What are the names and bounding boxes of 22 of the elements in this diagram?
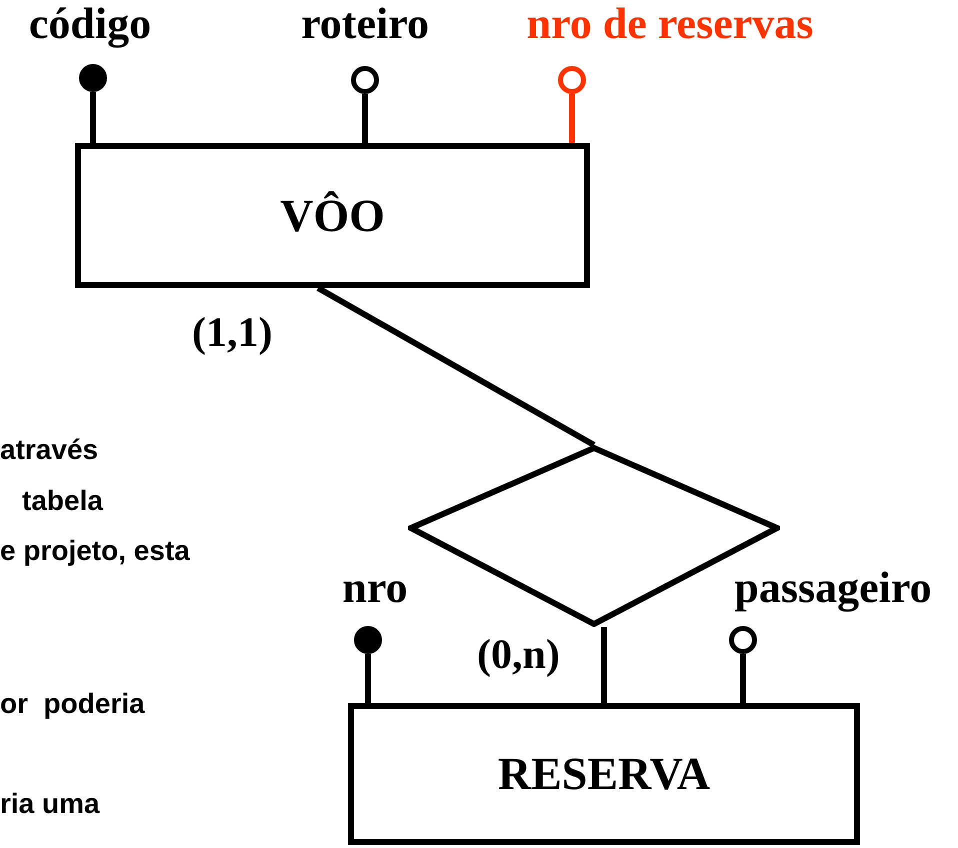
connector-line: [362, 94, 368, 143]
entity-name: RESERVA: [498, 751, 710, 797]
entity-box: [348, 703, 860, 845]
cardinality-label: (1,1): [192, 312, 272, 354]
attribute-name: nro: [342, 566, 408, 610]
connector-line: [601, 627, 607, 703]
note-text: or poderia: [0, 690, 145, 718]
connector-line: [740, 654, 746, 703]
connector-line: [569, 94, 575, 143]
note-text: tabela: [22, 487, 103, 515]
entity-name: VÔO: [280, 192, 385, 238]
connector-line: [90, 92, 96, 143]
attribute-name: passageiro: [734, 566, 932, 610]
connector-line: [365, 654, 371, 703]
note-text: e projeto, esta: [0, 537, 190, 565]
note-text: ria uma: [0, 790, 100, 818]
attribute-name: roteiro: [301, 2, 429, 46]
attribute-name: código: [28, 2, 152, 46]
note-text: através: [0, 436, 98, 464]
attribute-name: nro de reservas: [526, 2, 814, 46]
entity-box: [75, 143, 590, 288]
cardinality-label: (0,n): [477, 634, 560, 676]
